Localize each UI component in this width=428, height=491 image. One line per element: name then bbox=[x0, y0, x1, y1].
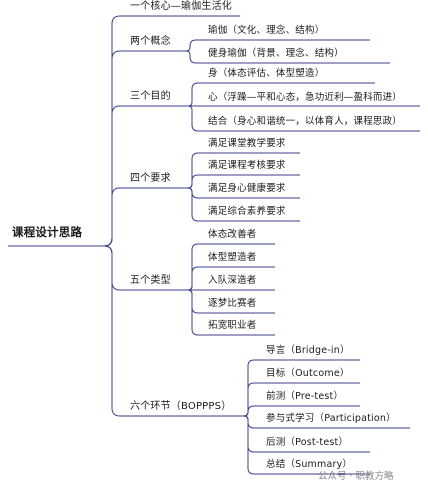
leaf-label: 满足综合素养要求 bbox=[208, 206, 286, 217]
leaf-label: 体型塑造者 bbox=[208, 252, 257, 263]
leaf-connector bbox=[182, 50, 390, 64]
branch-label: 六个环节（BOPPPS） bbox=[130, 401, 232, 412]
leaf-label: 前测（Pre-test） bbox=[266, 391, 344, 402]
leaf-label: 瑜伽（文化、理念、结构） bbox=[208, 25, 325, 36]
leaf-label: 逐梦比赛者 bbox=[208, 298, 257, 309]
leaf-label: 结合（身心和谐统一，以体育人，课程思政） bbox=[208, 116, 403, 127]
leaf-connector bbox=[182, 289, 275, 336]
leaf-label: 后测（Post-test） bbox=[266, 437, 349, 448]
leaf-label: 总结（Summary） bbox=[266, 459, 353, 470]
leaf-label: 拓宽职业者 bbox=[208, 320, 257, 331]
leaf-label: 导言（Bridge-in） bbox=[266, 345, 350, 356]
leaf-label: 目标（Outcome） bbox=[266, 368, 350, 379]
leaf-connector bbox=[182, 105, 420, 132]
branch-label: 一个核心—瑜伽生活化 bbox=[130, 1, 232, 12]
branch-connector bbox=[92, 187, 182, 247]
leaf-connector bbox=[182, 187, 300, 222]
branch-label: 三个目的 bbox=[130, 91, 171, 102]
leaf-label: 身（体态评估、体型塑造） bbox=[208, 68, 325, 79]
branch-label: 两个概念 bbox=[130, 36, 171, 47]
leaf-label: 满足课堂教学要求 bbox=[208, 138, 286, 149]
root-node-label: 课程设计思路 bbox=[12, 225, 83, 239]
branch-label: 五个类型 bbox=[130, 275, 171, 286]
branch-connector bbox=[92, 50, 182, 247]
branch-connector bbox=[92, 245, 240, 417]
leaf-label: 心（浮躁—平和心态，急功近利—盈科而进） bbox=[208, 92, 403, 103]
leaf-label: 满足课程考核要求 bbox=[208, 160, 286, 171]
branch-label: 四个要求 bbox=[130, 173, 171, 184]
leaf-label: 入队深造者 bbox=[208, 275, 257, 286]
leaf-label: 健身瑜伽（背景、理念、结构） bbox=[208, 48, 344, 59]
leaf-label: 体态改善者 bbox=[208, 229, 257, 240]
leaf-label: 满足身心健康要求 bbox=[208, 183, 286, 194]
watermark: 公众号 · 职教方略 bbox=[318, 471, 394, 482]
leaf-label: 参与式学习（Participation） bbox=[266, 413, 396, 424]
leaf-connector bbox=[240, 415, 370, 475]
